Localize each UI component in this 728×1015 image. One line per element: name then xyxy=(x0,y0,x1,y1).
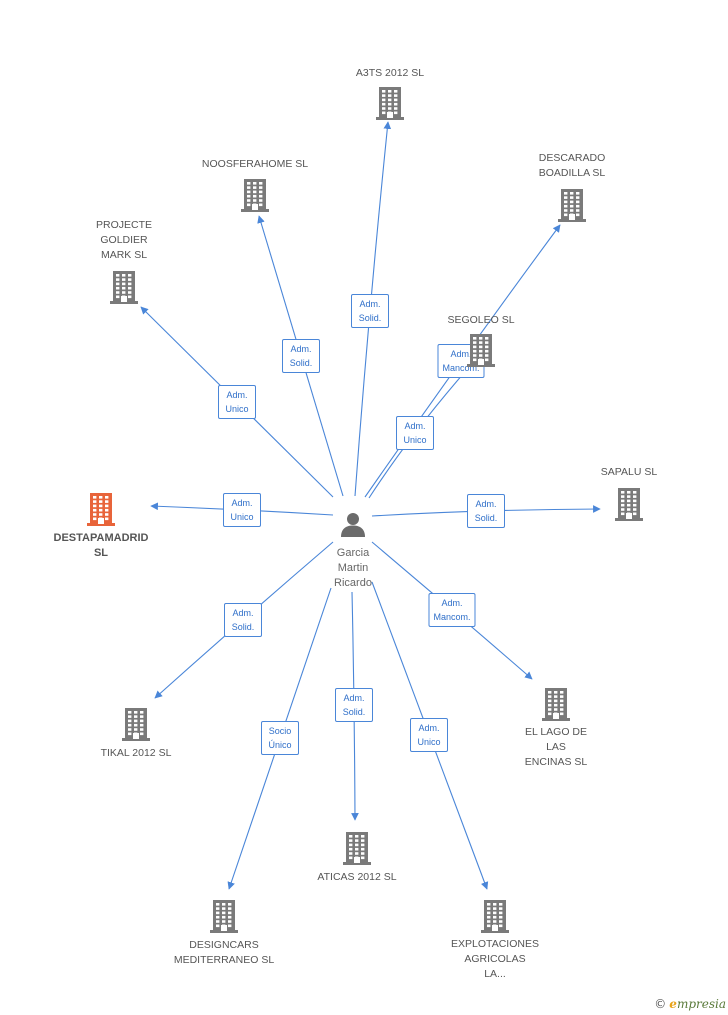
edge-label-explotaciones[interactable]: Adm. Unico xyxy=(410,718,448,752)
company-label-ellago[interactable]: EL LAGO DE LAS ENCINAS SL xyxy=(524,726,588,768)
brand-initial: e xyxy=(669,997,677,1011)
edge-label-ellago[interactable]: Adm. Mancom. xyxy=(428,593,476,627)
building-icon[interactable] xyxy=(480,899,510,938)
edge-label-projecte[interactable]: Adm. Unico xyxy=(218,385,256,419)
edge-label-aticas[interactable]: Adm. Solid. xyxy=(335,688,373,722)
company-label-aticas[interactable]: ATICAS 2012 SL xyxy=(317,871,397,883)
brand-name: mpresia xyxy=(676,997,726,1011)
building-icon[interactable] xyxy=(121,707,151,746)
company-label-segoleo[interactable]: SEGOLEO SL xyxy=(447,314,515,326)
building-icon[interactable] xyxy=(614,487,644,526)
person-name[interactable]: Garcia Martin Ricardo xyxy=(334,547,372,589)
edge-label-destapamadrid[interactable]: Adm. Unico xyxy=(223,493,261,527)
company-label-destapamadrid[interactable]: DESTAPAMADRID SL xyxy=(53,532,149,559)
edge-label-noosferahome[interactable]: Adm. Solid. xyxy=(282,339,320,373)
building-icon[interactable] xyxy=(375,86,405,125)
building-icon[interactable] xyxy=(466,333,496,372)
building-icon[interactable] xyxy=(209,899,239,938)
edge-label-tikal[interactable]: Adm. Solid. xyxy=(224,603,262,637)
company-label-noosferahome[interactable]: NOOSFERAHOME SL xyxy=(201,158,309,170)
edge-label-sapalu[interactable]: Adm. Solid. xyxy=(467,494,505,528)
watermark: ©empresia xyxy=(654,997,726,1011)
company-label-descarado[interactable]: DESCARADO BOADILLA SL xyxy=(538,152,606,179)
building-icon[interactable] xyxy=(240,178,270,217)
company-label-a3ts[interactable]: A3TS 2012 SL xyxy=(355,67,425,79)
building-icon[interactable] xyxy=(541,687,571,726)
company-label-designcars[interactable]: DESIGNCARS MEDITERRANEO SL xyxy=(173,939,275,966)
company-label-sapalu[interactable]: SAPALU SL xyxy=(600,466,658,478)
building-icon[interactable] xyxy=(109,270,139,309)
building-icon[interactable] xyxy=(557,188,587,227)
copyright-symbol: © xyxy=(654,997,667,1011)
edge-label-a3ts[interactable]: Adm. Solid. xyxy=(351,294,389,328)
company-label-projecte[interactable]: PROJECTE GOLDIER MARK SL xyxy=(95,219,153,261)
edge-label-segoleo[interactable]: Adm. Unico xyxy=(396,416,434,450)
building-icon[interactable] xyxy=(342,831,372,870)
company-label-tikal[interactable]: TIKAL 2012 SL xyxy=(100,747,172,759)
building-icon[interactable] xyxy=(86,492,116,531)
person-icon[interactable] xyxy=(339,510,367,543)
company-label-explotaciones[interactable]: EXPLOTACIONES AGRICOLAS LA... xyxy=(451,938,539,980)
edge-label-designcars[interactable]: Socio Único xyxy=(261,721,299,755)
